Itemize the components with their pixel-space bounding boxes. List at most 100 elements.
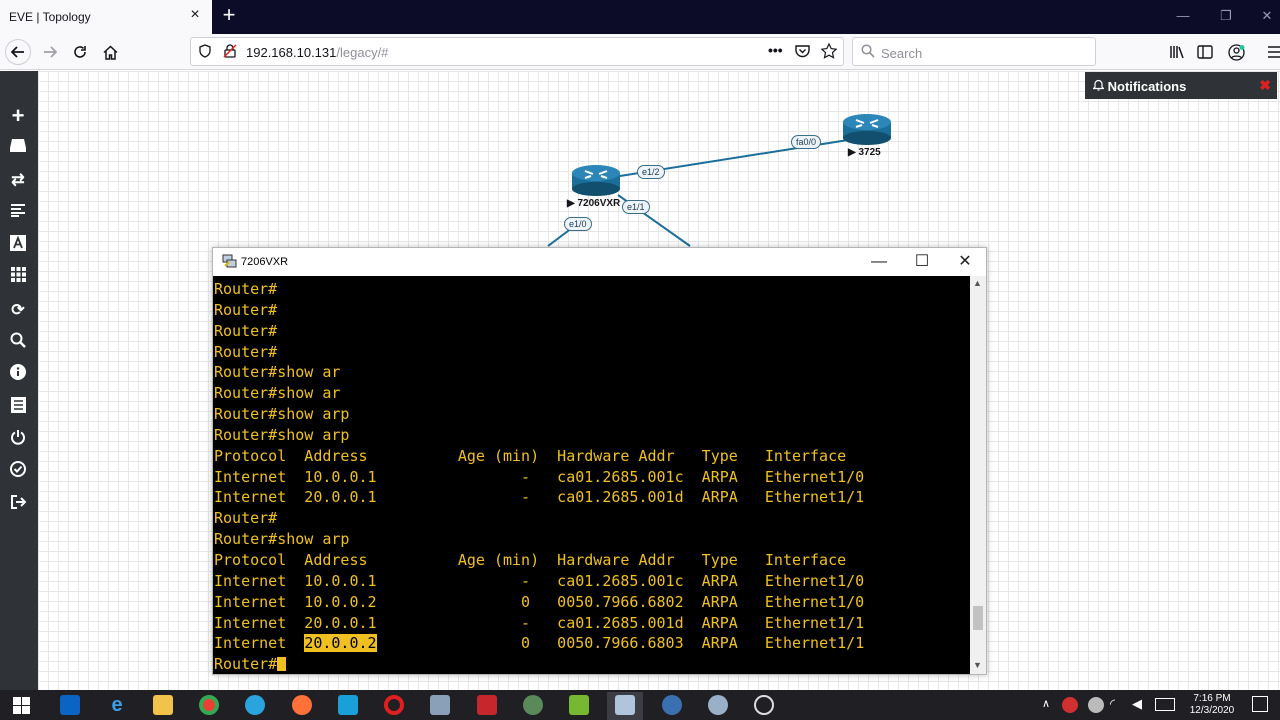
node-label-3725[interactable]: ▶ 3725 xyxy=(848,147,881,158)
router-3725-icon[interactable] xyxy=(842,112,892,151)
forward-arrow-icon[interactable] xyxy=(37,39,63,65)
terminal-line: Internet 10.0.0.1 - ca01.2685.001c ARPA … xyxy=(214,467,865,486)
close-icon[interactable]: ✖ xyxy=(1259,77,1271,93)
lab-details-icon[interactable] xyxy=(7,397,29,419)
console-minimize-icon[interactable]: — xyxy=(871,253,887,270)
check-icon[interactable] xyxy=(7,461,29,483)
scroll-down-icon[interactable]: ▼ xyxy=(973,660,982,670)
bookmark-star-icon[interactable] xyxy=(820,42,838,64)
new-tab-icon[interactable]: + xyxy=(222,2,236,27)
keyboard-icon[interactable] xyxy=(1155,698,1175,711)
terminal-line: Router# xyxy=(214,321,278,340)
interface-label: e1/1 xyxy=(622,200,650,214)
reload-icon[interactable] xyxy=(67,39,93,65)
refresh-icon[interactable]: ⟳ xyxy=(11,302,25,319)
terminal-line: Router# xyxy=(214,300,278,319)
tray-app-icon[interactable] xyxy=(1062,697,1078,713)
console-close-icon[interactable]: ✕ xyxy=(958,253,972,270)
console-titlebar[interactable]: 7206VXR — ☐ ✕ xyxy=(213,248,986,276)
line-suffix: 0 0050.7966.6803 ARPA Ethernet1/1 xyxy=(376,634,865,653)
app-icon[interactable] xyxy=(708,695,728,715)
terminal-line: Router#show arp xyxy=(214,530,350,549)
telegram-icon[interactable] xyxy=(245,695,265,715)
wifi-icon[interactable]: ◜ xyxy=(1110,696,1116,711)
startup-configs-icon[interactable] xyxy=(7,202,29,224)
search-bar[interactable]: Search xyxy=(852,37,1096,66)
sidebar-toggle-icon[interactable] xyxy=(1192,39,1218,65)
terminal-line: Router# xyxy=(214,509,278,528)
scroll-thumb[interactable] xyxy=(973,606,983,630)
eve-sidebar: + ⇄ ⟳ xyxy=(0,71,38,690)
insecure-lock-icon[interactable] xyxy=(223,44,237,63)
minimize-icon[interactable]: — xyxy=(1176,8,1190,23)
terminal-line: Internet 10.0.0.2 0 0050.7966.6802 ARPA … xyxy=(214,592,865,611)
add-object-icon[interactable]: + xyxy=(11,103,25,128)
browser-toolbar: 192.168.10.131/legacy/# ••• Search xyxy=(0,34,1280,70)
browser-tab-strip: EVE | Topology × + — ❐ ✕ xyxy=(0,0,1280,34)
terminal-line: Router# xyxy=(214,280,278,298)
url-text[interactable]: 192.168.10.131/legacy/# xyxy=(246,45,388,60)
search-icon xyxy=(861,44,875,63)
app-icon[interactable] xyxy=(523,695,543,715)
putty-icon[interactable] xyxy=(615,695,635,715)
account-icon[interactable] xyxy=(1223,39,1249,65)
interface-label: fa0/0 xyxy=(791,135,822,149)
terminal-line: Protocol Address Age (min) Hardware Addr… xyxy=(214,446,847,465)
terminal-line: Internet 10.0.0.1 - ca01.2685.001c ARPA … xyxy=(214,571,865,590)
power-icon[interactable] xyxy=(7,429,29,451)
tray-chevron-icon[interactable]: ∧ xyxy=(1042,698,1051,710)
page-actions-icon[interactable]: ••• xyxy=(768,42,783,58)
tab-close-icon[interactable]: × xyxy=(190,6,200,23)
windows-taskbar: e ∧ ◜ ◀ 7:16 PM 12/3/2020 xyxy=(0,690,1280,720)
home-icon[interactable] xyxy=(97,39,123,65)
outlook-icon[interactable] xyxy=(60,695,80,715)
node-label-7206vxr[interactable]: ▶ 7206VXR xyxy=(567,198,621,209)
terminal-scrollbar[interactable]: ▲ ▼ xyxy=(970,276,986,674)
notifications-panel[interactable]: Notifications ✖ xyxy=(1085,72,1277,99)
shield-icon[interactable] xyxy=(199,44,211,63)
info-icon[interactable] xyxy=(7,364,29,386)
volume-icon[interactable]: ◀ xyxy=(1132,696,1142,711)
terminal-output[interactable]: Router# Router# Router# Router# Router#s… xyxy=(213,276,970,674)
text-icon[interactable] xyxy=(7,235,29,257)
filezilla-icon[interactable] xyxy=(477,695,497,715)
browser-tab[interactable]: EVE | Topology × xyxy=(0,0,212,34)
back-arrow-icon[interactable] xyxy=(5,39,31,65)
window-close-icon[interactable]: ✕ xyxy=(1261,8,1273,23)
networks-icon[interactable]: ⇄ xyxy=(11,172,25,189)
notifications-title: Notifications xyxy=(1107,79,1187,94)
app-icon[interactable] xyxy=(754,695,774,715)
bell-icon xyxy=(1092,79,1108,94)
prompt-text: Router# xyxy=(214,655,278,674)
edge-icon[interactable]: e xyxy=(111,694,123,716)
tab-title: EVE | Topology xyxy=(9,10,91,24)
scroll-up-icon[interactable]: ▲ xyxy=(973,278,982,288)
chrome-icon[interactable] xyxy=(199,695,219,715)
clock-date: 12/3/2020 xyxy=(1189,705,1235,716)
firefox-icon[interactable] xyxy=(292,695,312,715)
restore-icon[interactable]: ❐ xyxy=(1220,8,1232,23)
node-name: 7206VXR xyxy=(577,198,621,209)
terminal-line: Router#show arp xyxy=(214,405,350,424)
system-clock[interactable]: 7:16 PM 12/3/2020 xyxy=(1182,693,1242,717)
logout-icon[interactable] xyxy=(7,494,29,516)
tray-app-icon[interactable] xyxy=(1088,697,1104,713)
library-icon[interactable] xyxy=(1164,39,1190,65)
app-icon[interactable] xyxy=(662,695,682,715)
router-7206vxr-icon[interactable] xyxy=(571,163,621,202)
file-explorer-icon[interactable] xyxy=(153,695,173,715)
opera-icon[interactable] xyxy=(384,695,404,715)
windows-start-icon[interactable] xyxy=(13,697,30,719)
grid-icon[interactable] xyxy=(7,267,29,289)
pocket-icon[interactable] xyxy=(795,44,810,63)
console-maximize-icon[interactable]: ☐ xyxy=(914,253,930,270)
zoom-icon[interactable] xyxy=(7,332,29,354)
console-window[interactable]: 7206VXR — ☐ ✕ Router# Router# Router# Ro… xyxy=(212,247,987,675)
clock-time: 7:16 PM xyxy=(1193,693,1231,704)
app-icon[interactable] xyxy=(569,695,589,715)
action-center-icon[interactable] xyxy=(1252,696,1268,712)
app-icon[interactable] xyxy=(338,695,358,715)
nodes-icon[interactable] xyxy=(7,137,29,159)
app-icon[interactable] xyxy=(430,695,450,715)
url-bar[interactable]: 192.168.10.131/legacy/# ••• xyxy=(190,37,844,66)
